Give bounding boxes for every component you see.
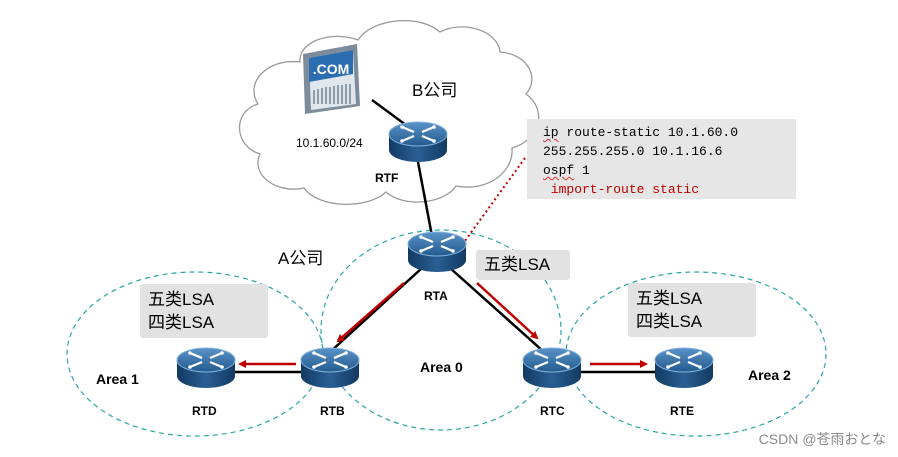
router-label-rtc: RTC bbox=[540, 404, 565, 418]
lsa-type4-area1: 四类LSA bbox=[148, 313, 215, 332]
link-rta-rtb bbox=[329, 267, 423, 353]
config-line-3-keyword: ospf bbox=[543, 163, 575, 178]
lsa-box-area1: 五类LSA 四类LSA bbox=[140, 284, 268, 338]
server-icon: .COM bbox=[303, 44, 360, 114]
area0-label: Area 0 bbox=[420, 359, 463, 375]
lsa-box-area0: 五类LSA bbox=[476, 250, 570, 280]
router-label-rta: RTA bbox=[424, 289, 448, 303]
subnet-label: 10.1.60.0/24 bbox=[296, 136, 363, 150]
lsa-type5-area2: 五类LSA bbox=[636, 289, 703, 308]
lsa-type5-area0: 五类LSA bbox=[484, 255, 551, 274]
link-rtf-rta bbox=[416, 161, 434, 237]
router-icon-rtd bbox=[176, 347, 236, 388]
config-line-1: ip route-static 10.1.60.0 bbox=[543, 123, 796, 142]
config-line-4: import-route static bbox=[543, 182, 700, 197]
link-rta-rtc bbox=[449, 267, 545, 353]
router-label-rtb: RTB bbox=[320, 404, 345, 418]
config-line-3: ospf 1 bbox=[543, 161, 796, 180]
router-label-rte: RTE bbox=[670, 404, 694, 418]
router-icon-rtf bbox=[388, 121, 448, 162]
config-line-2: 255.255.255.0 10.1.16.6 bbox=[543, 144, 723, 159]
router-label-rtf: RTF bbox=[375, 171, 399, 185]
lsa-box-area2: 五类LSA 四类LSA bbox=[628, 283, 756, 337]
area1-label: Area 1 bbox=[96, 371, 139, 387]
arrow-rta-to-rtb bbox=[336, 282, 405, 343]
company-a-label: A公司 bbox=[278, 249, 324, 268]
watermark: CSDN @苍雨おとな bbox=[758, 431, 886, 447]
server-label: .COM bbox=[313, 61, 350, 77]
area0-ellipse bbox=[320, 229, 562, 431]
area2-label: Area 2 bbox=[748, 367, 791, 383]
company-b-label: B公司 bbox=[412, 81, 458, 100]
config-line-3-rest: 1 bbox=[574, 163, 590, 178]
config-box: ip route-static 10.1.60.0 255.255.255.0 … bbox=[527, 119, 796, 199]
config-line-1-keyword: ip bbox=[543, 125, 559, 140]
router-icon-rtb bbox=[300, 347, 360, 388]
lsa-type4-area2: 四类LSA bbox=[636, 312, 703, 331]
lsa-type5-area1: 五类LSA bbox=[148, 290, 215, 309]
router-icon-rte bbox=[654, 347, 714, 388]
router-icon-rta bbox=[407, 231, 467, 272]
router-label-rtd: RTD bbox=[192, 404, 217, 418]
router-icon-rtc bbox=[522, 347, 582, 388]
config-line-1-rest: route-static 10.1.60.0 bbox=[558, 125, 739, 140]
arrow-rta-to-rtc bbox=[476, 282, 539, 340]
